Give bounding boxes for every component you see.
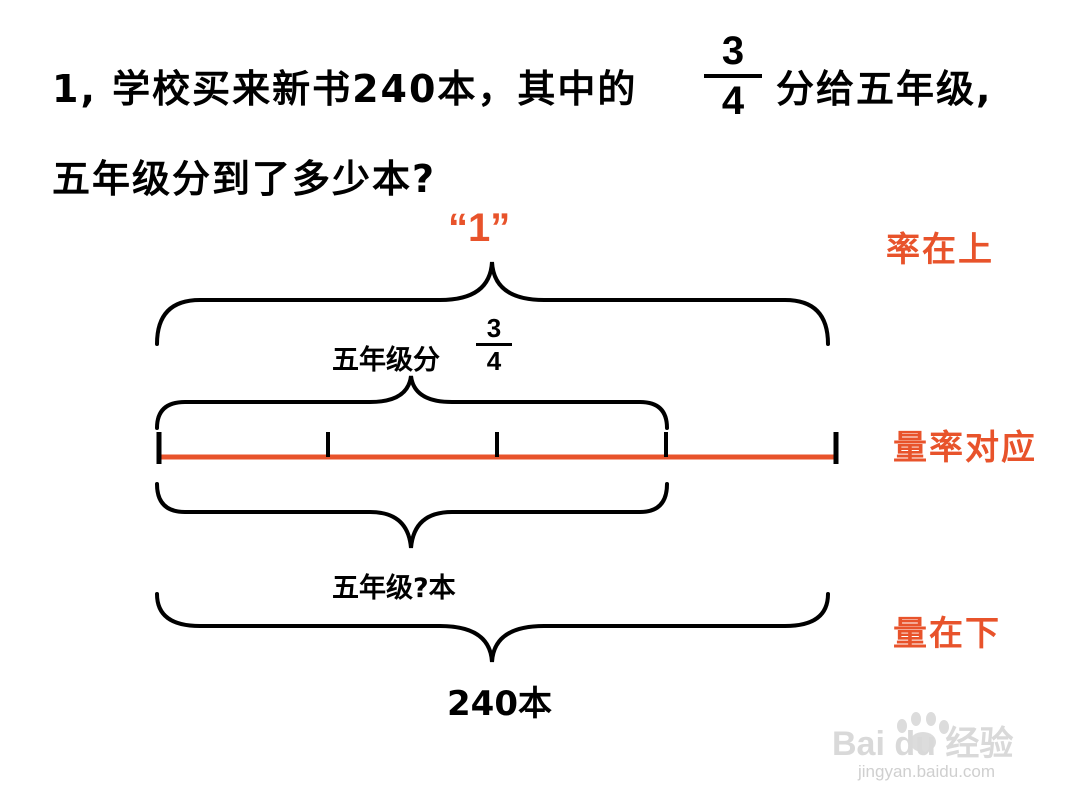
part-fraction-numerator: 3: [486, 313, 502, 343]
problem-line-1-end: 分给五年级,: [776, 67, 993, 111]
part-fraction: 3 4: [474, 314, 514, 375]
problem-fraction: 3 4: [702, 30, 764, 122]
part-label: 五年级分: [332, 345, 440, 376]
problem-line-2: 五年级分到了多少本?: [52, 157, 437, 201]
unknown-label: 五年级?本: [332, 573, 456, 604]
part-brace: [155, 375, 669, 430]
problem-fraction-denominator: 4: [721, 79, 745, 123]
unknown-brace: [155, 482, 669, 549]
note-correspondence: 量率对应: [893, 428, 1037, 468]
whole-brace: [155, 261, 830, 346]
watermark-url: jingyan.baidu.com: [858, 762, 996, 781]
baidu-paw-icon: [897, 712, 949, 752]
note-rate-above: 率在上: [886, 230, 994, 270]
note-quantity-below: 量在下: [893, 614, 1001, 654]
problem-fraction-numerator: 3: [721, 29, 745, 73]
problem-fraction-bar: [704, 74, 762, 78]
whole-unit-label: “1”: [448, 206, 511, 250]
part-fraction-bar: [476, 343, 512, 346]
watermark-brand: Bai du 经验: [832, 725, 1014, 763]
problem-line-1-start: 1, 学校买来新书240本，其中的: [52, 67, 638, 111]
total-label: 240本: [447, 684, 552, 724]
part-fraction-denominator: 4: [486, 346, 502, 376]
total-brace: [155, 592, 830, 663]
